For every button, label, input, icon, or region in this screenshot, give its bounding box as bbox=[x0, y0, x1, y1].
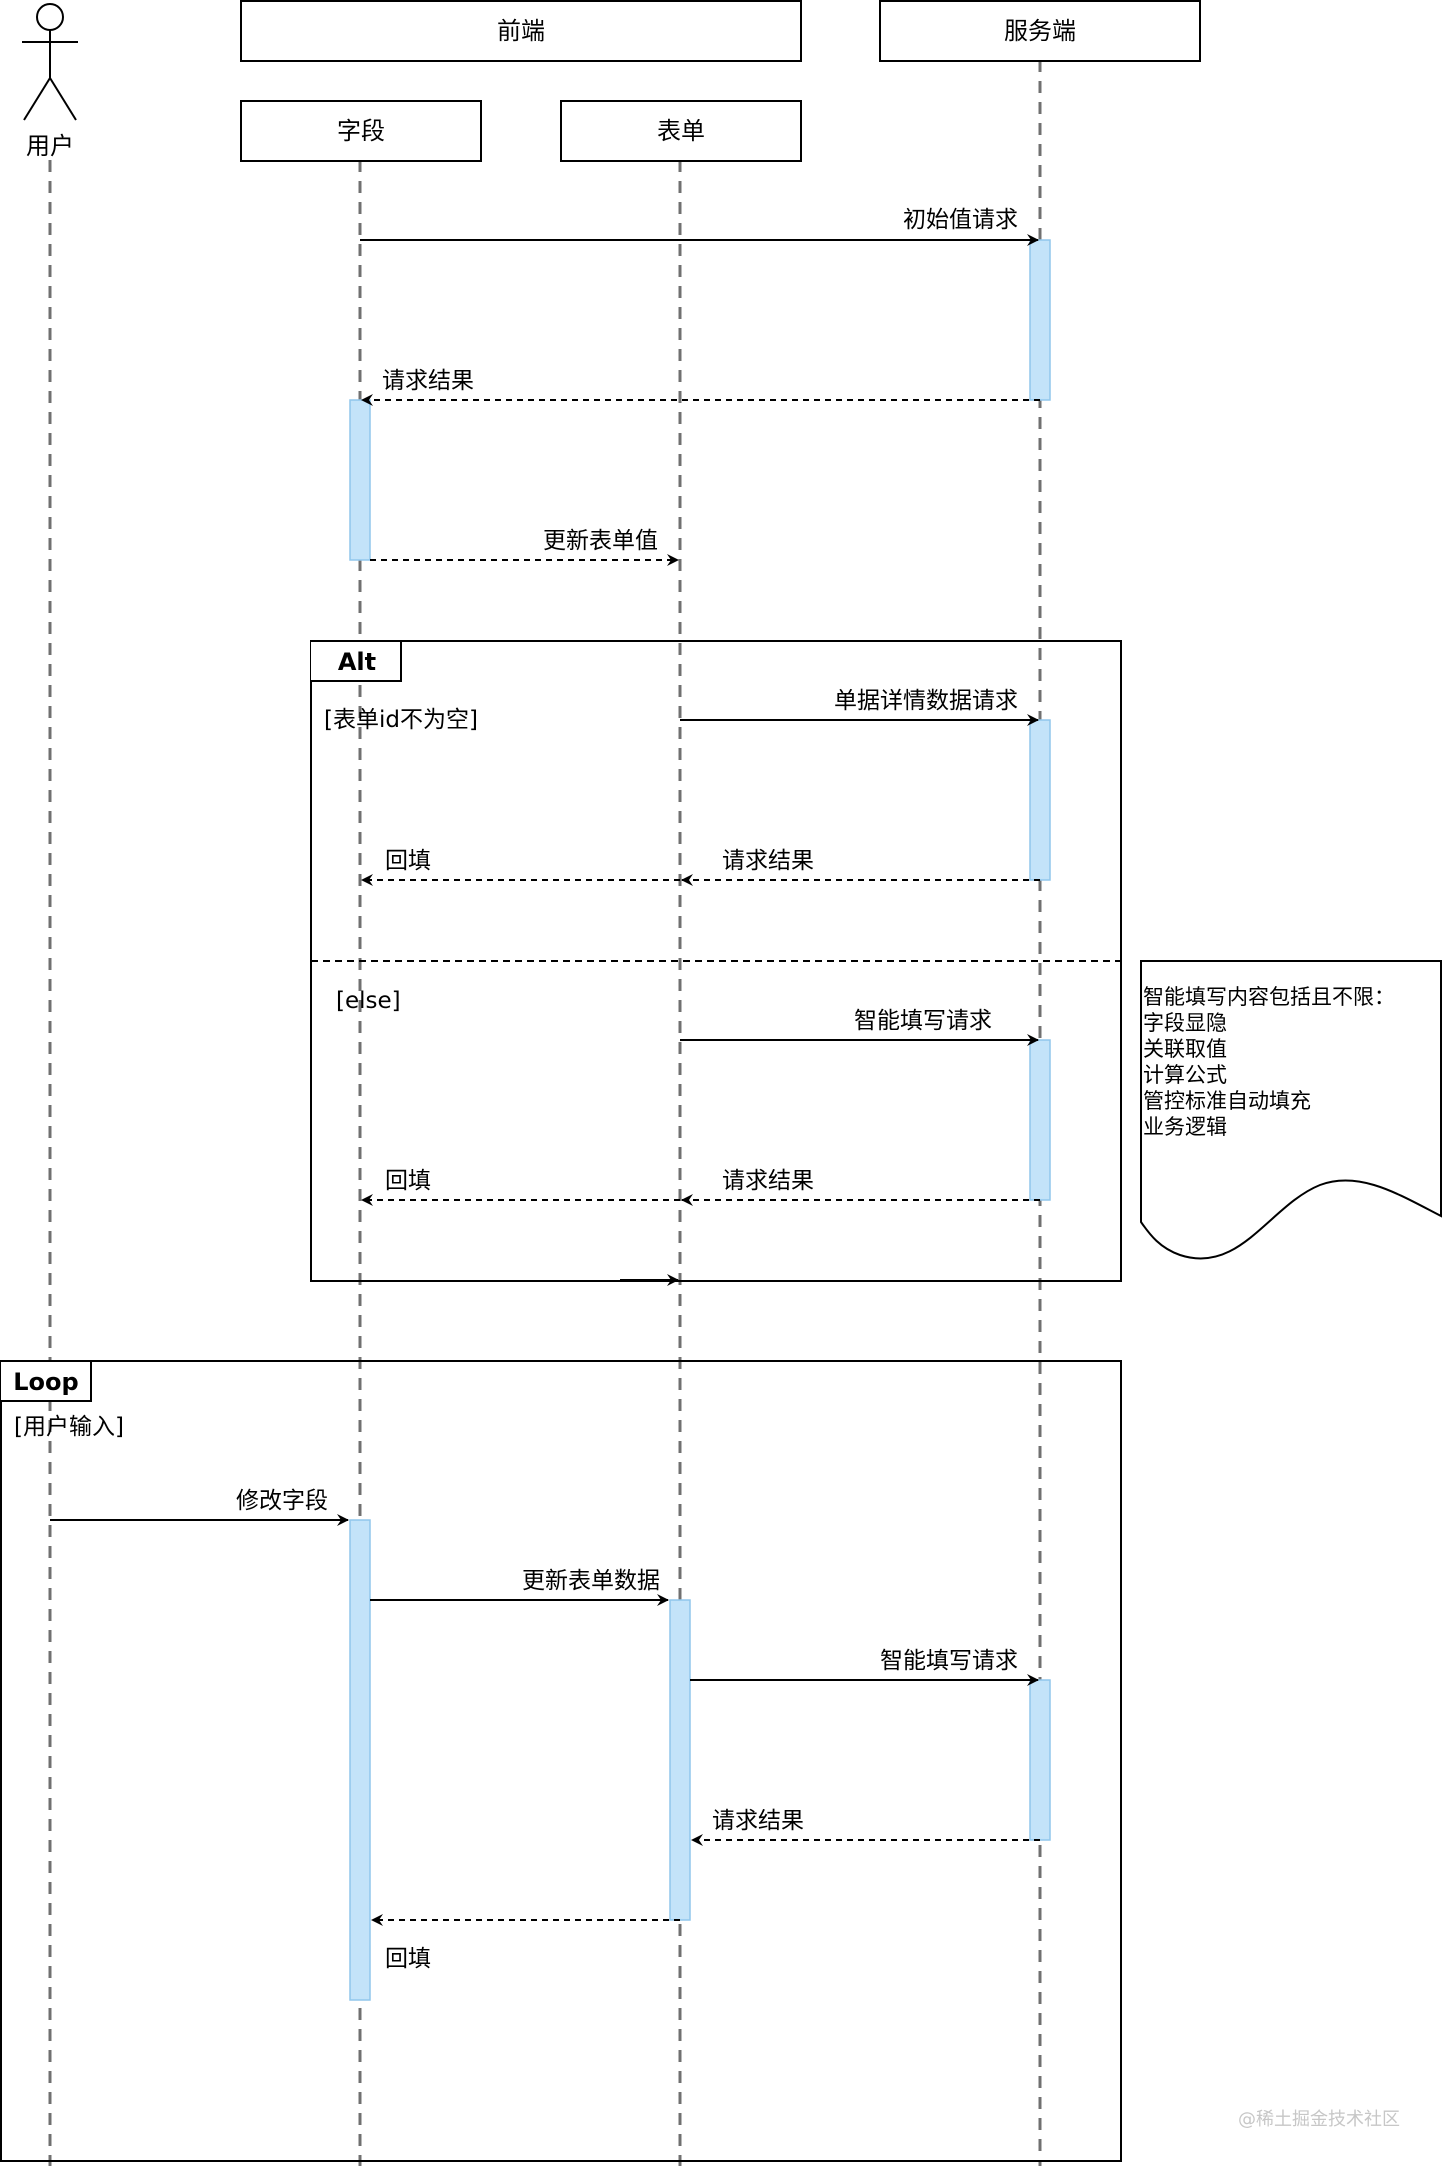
message-label: 请求结果 bbox=[382, 368, 474, 394]
participant-label-field: 字段 bbox=[337, 117, 385, 145]
loop-tag-box bbox=[1, 1360, 92, 1402]
else-condition: [else] bbox=[336, 988, 401, 1014]
message-label: 回填 bbox=[385, 848, 431, 874]
participant-label-form: 表单 bbox=[657, 117, 705, 145]
message-label: 初始值请求 bbox=[903, 207, 1018, 233]
participant-field[interactable]: 字段 bbox=[240, 100, 482, 162]
watermark: @稀土掘金技术社区 bbox=[1238, 2109, 1400, 2130]
note-box bbox=[1140, 960, 1442, 1260]
message-label: 请求结果 bbox=[722, 848, 814, 874]
activation-field bbox=[349, 399, 371, 561]
loop-tag-label: Loop bbox=[13, 1368, 78, 1396]
message-label: 回填 bbox=[385, 1168, 431, 1194]
alt-tag-label: Alt bbox=[338, 648, 376, 676]
note-line: 管控标准自动填充 bbox=[1143, 1089, 1311, 1113]
message-label: 智能填写请求 bbox=[880, 1648, 1018, 1674]
activation-server bbox=[1029, 1039, 1051, 1201]
activation-server bbox=[1029, 1679, 1051, 1841]
message-label: 智能填写请求 bbox=[854, 1008, 992, 1034]
participant-form[interactable]: 表单 bbox=[560, 100, 802, 162]
activation-field bbox=[349, 1519, 371, 2001]
actor-label-user: 用户 bbox=[26, 132, 74, 160]
message-label: 回填 bbox=[385, 1946, 431, 1972]
loop-condition: [用户输入] bbox=[14, 1414, 124, 1440]
message-label: 单据详情数据请求 bbox=[834, 688, 1018, 714]
participant-label-frontend: 前端 bbox=[497, 17, 545, 45]
loop-frame bbox=[0, 1360, 1122, 2162]
activation-server bbox=[1029, 719, 1051, 881]
message-label: 更新表单数据 bbox=[522, 1568, 660, 1594]
message-label: 请求结果 bbox=[712, 1808, 804, 1834]
note-line: 智能填写内容包括且不限： bbox=[1143, 985, 1395, 1009]
participant-frontend[interactable]: 前端 bbox=[240, 0, 802, 62]
user-actor-icon bbox=[22, 3, 78, 121]
alt-tag-box bbox=[311, 640, 402, 682]
message-label: 更新表单值 bbox=[543, 528, 658, 554]
message-label: 修改字段 bbox=[236, 1488, 328, 1514]
note-line: 业务逻辑 bbox=[1143, 1115, 1227, 1139]
participant-server[interactable]: 服务端 bbox=[879, 0, 1201, 62]
activation-server bbox=[1029, 239, 1051, 401]
activation-form bbox=[669, 1599, 691, 1921]
participant-label-server: 服务端 bbox=[1004, 17, 1076, 45]
alt-condition: [表单id不为空] bbox=[324, 707, 478, 733]
note-line: 字段显隐 bbox=[1143, 1011, 1227, 1035]
note-line: 计算公式 bbox=[1143, 1063, 1227, 1087]
note-line: 关联取值 bbox=[1143, 1037, 1227, 1061]
message-label: 请求结果 bbox=[722, 1168, 814, 1194]
